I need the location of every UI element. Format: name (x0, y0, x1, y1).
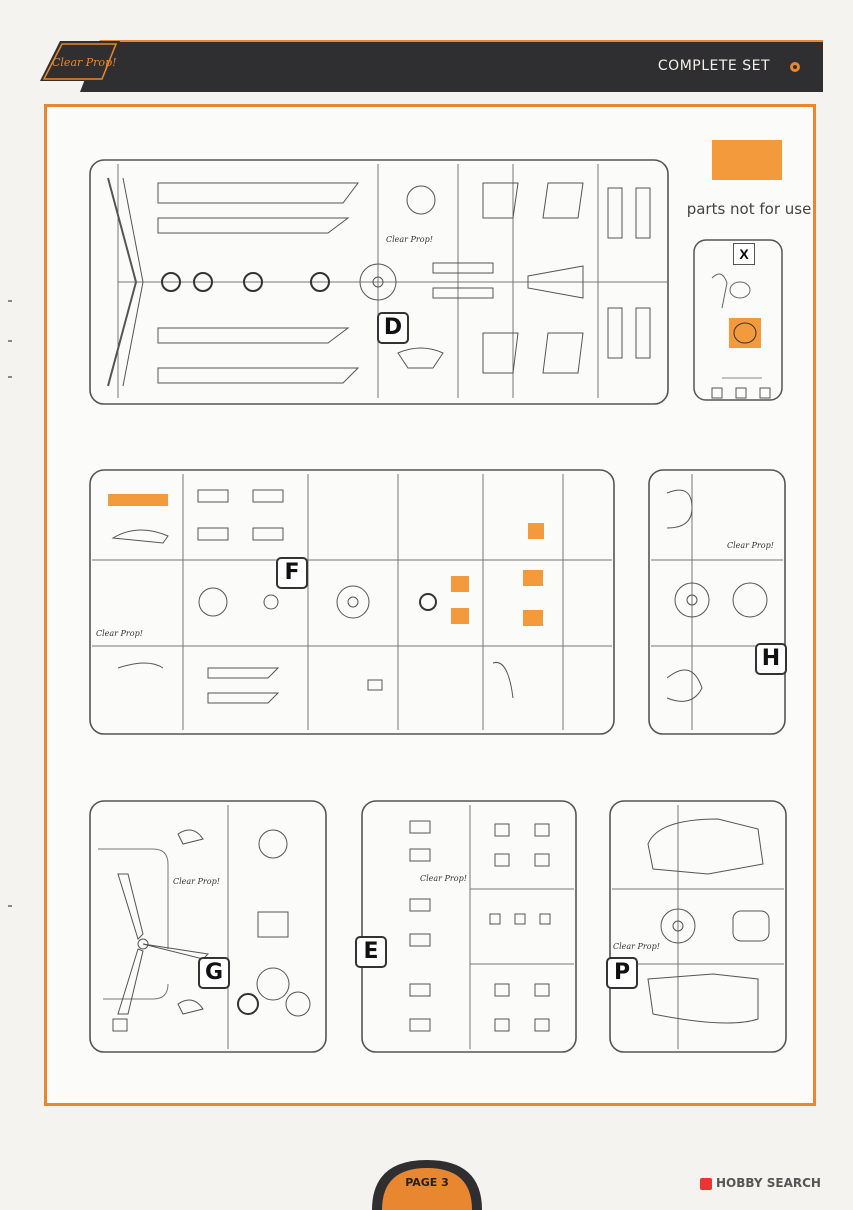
watermark-text: HOBBY SEARCH (716, 1176, 821, 1190)
sprue-h-label: H (755, 643, 787, 675)
sprue-p-frame: Clear Prop! (609, 800, 787, 1053)
sprue-f-frame: Clear Prop! (89, 469, 615, 735)
sprue-g-frame: Clear Prop! (89, 800, 327, 1053)
svg-text:Clear Prop!: Clear Prop! (173, 877, 220, 886)
svg-text:Clear Prop!: Clear Prop! (727, 541, 774, 550)
svg-text:Clear Prop!: Clear Prop! (386, 235, 433, 244)
hobby-search-icon (700, 1177, 712, 1190)
svg-text:Clear Prop!: Clear Prop! (52, 56, 117, 69)
punch-mark (8, 376, 12, 378)
page-number: PAGE 3 (405, 1176, 449, 1189)
sprue-x-label: X (733, 243, 755, 265)
svg-text:Clear Prop!: Clear Prop! (96, 629, 143, 638)
sprue-f-label: F (276, 557, 308, 589)
sprue-e-frame: Clear Prop! (361, 800, 577, 1053)
sprue-d-label: D (377, 312, 409, 344)
punch-mark (8, 905, 12, 907)
header-bar (80, 40, 823, 92)
sprue-e-label: E (355, 936, 387, 968)
watermark: HOBBY SEARCH (700, 1176, 850, 1190)
sprue-p-label: P (606, 957, 638, 989)
sprue-g-label: G (198, 957, 230, 989)
legend-label: parts not for use (686, 200, 812, 218)
clear-prop-logo: Clear Prop! (40, 41, 120, 81)
content-frame (44, 104, 816, 1106)
sprue-h-frame: Clear Prop! (648, 469, 786, 735)
legend-swatch (712, 140, 782, 180)
svg-text:Clear Prop!: Clear Prop! (420, 874, 467, 883)
page-title: COMPLETE SET (657, 58, 770, 74)
punch-mark (8, 300, 12, 302)
sprue-x-frame (693, 239, 783, 401)
sprue-d-frame: Clear Prop! (89, 159, 669, 405)
svg-text:Clear Prop!: Clear Prop! (613, 942, 660, 951)
punch-mark (8, 340, 12, 342)
